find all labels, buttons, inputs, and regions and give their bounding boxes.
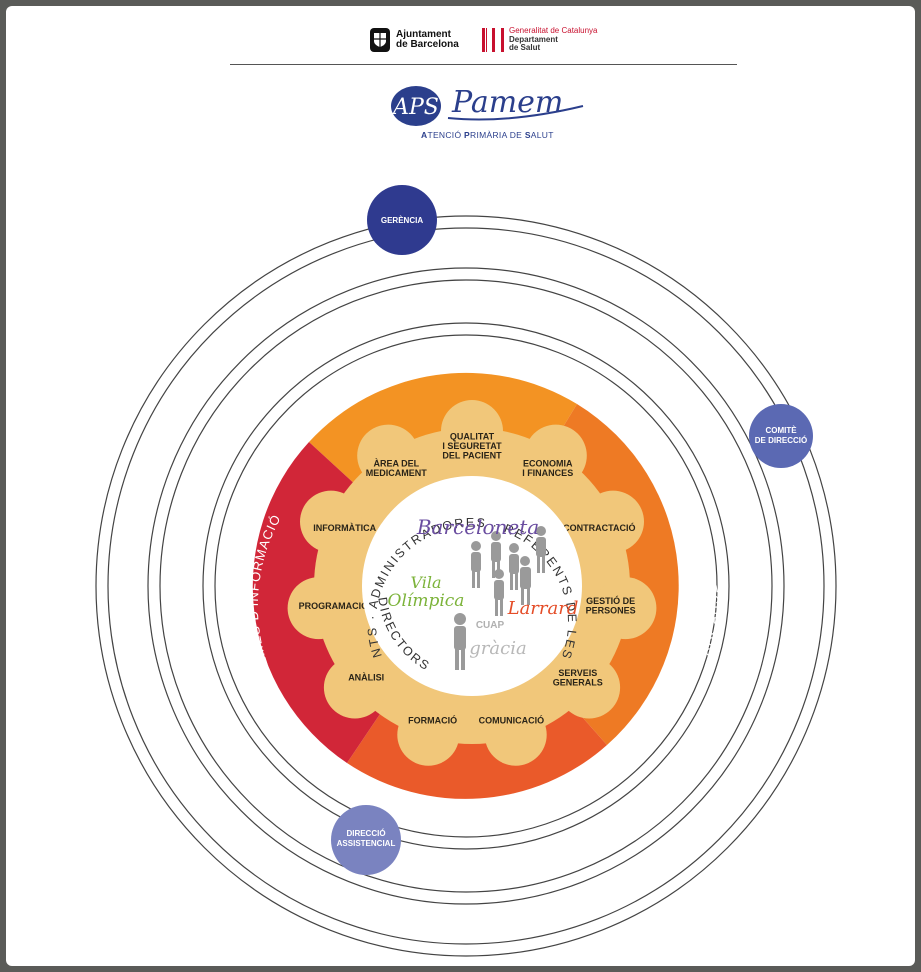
gear-item-label-line: GESTIÓ DE [586, 595, 635, 606]
gear-lobe [582, 490, 644, 553]
ajuntament-barcelona-logo: Ajuntament de Barcelona [370, 28, 459, 52]
aps-subtitle-a-rest: TENCIÓ [427, 130, 465, 140]
aps-subtitle-s: S [524, 130, 531, 140]
comite-label-line-2: DE DIRECCIÓ [755, 436, 807, 445]
recursos-label: RECURSOS [703, 573, 723, 659]
recursos-textpath: RECURSOS [703, 573, 722, 659]
gear-lobe [397, 703, 460, 766]
person-icon [454, 613, 466, 670]
gear-lobe [558, 656, 621, 719]
direccio-circle[interactable] [331, 805, 401, 875]
gear-item-label: FORMACIÓ [408, 714, 457, 725]
aps-pamem-logo: APS Pamem [391, 85, 584, 126]
generalitat-logo: Generalitat de Catalunya Departament de … [482, 26, 598, 54]
gear-item-label-line: GENERALS [553, 677, 603, 687]
orbit-ring-3 [147, 267, 785, 905]
aps-mark-text: APS [391, 95, 439, 120]
gear-item-label: COMUNICACIÓ [479, 714, 545, 725]
person-icon [494, 569, 504, 616]
aps-subtitle-p: P [464, 130, 471, 140]
person-icon [520, 556, 531, 605]
direccio-assistencial-node[interactable]: DIRECCIÓ ASSISTENCIAL [331, 805, 401, 875]
gear-item-label: ANÀLISI [348, 673, 384, 683]
gear-lobe [524, 424, 587, 487]
gear-item-label-line: PERSONES [586, 606, 636, 616]
gerencia-circle[interactable] [367, 185, 437, 255]
gear-item-label-line: DEL PACIENT [442, 451, 502, 461]
aps-subtitle: ATENCIÓ PRIMÀRIA DE SALUT [421, 130, 554, 140]
gear-item-label-line: I FINANCES [522, 468, 573, 478]
gerencia-node[interactable]: GERÈNCIA [367, 185, 437, 255]
gerencia-label: GERÈNCIA [381, 216, 423, 225]
gear-lobe [323, 656, 386, 719]
gear-item-label-line: CONTRACTACIÓ [563, 522, 635, 533]
organization-chart-card: Ajuntament de Barcelona Generalitat de C… [6, 6, 915, 966]
ajuntament-line-1: Ajuntament [396, 29, 451, 40]
orbit-ring-2 [107, 227, 825, 945]
direccio-label-line-2: ASSISTENCIAL [337, 839, 396, 848]
gear-item-label-line: FORMACIÓ [408, 714, 457, 725]
olimpica-label: Olímpica [388, 591, 465, 611]
gear-item-label-line: ANÀLISI [348, 673, 384, 683]
gear-item-label-line: PROGRAMACIÓ [299, 600, 369, 611]
comite-label-line-1: COMITÈ [765, 426, 797, 435]
gear-item-label-line: ÀREA DEL [373, 459, 419, 469]
gear-item-label: INFORMÀTICA [313, 523, 376, 533]
orbit-ring-6 [214, 334, 718, 838]
header-divider [230, 64, 737, 65]
barceloneta-label: Barceloneta [416, 515, 539, 539]
ajuntament-text: Ajuntament de Barcelona [396, 30, 459, 50]
cuap-label: CUAP [476, 620, 505, 631]
aps-subtitle-a: A [421, 130, 428, 140]
generalitat-line-2: Departament [509, 34, 558, 44]
person-icon [491, 531, 501, 578]
generalitat-line-3: de Salut [509, 43, 541, 53]
person-icon [471, 541, 481, 588]
gear-item-label: PROGRAMACIÓ [299, 600, 369, 611]
gear-item-label-line: QUALITAT [450, 432, 495, 442]
gear-item-label-line: MEDICAMENT [366, 468, 427, 478]
barcelona-shield-icon [370, 28, 390, 52]
gear-item-label-line: SERVEIS [558, 668, 597, 678]
aps-subtitle-s-rest: ALUT [530, 130, 554, 140]
orbit-ring-4 [159, 279, 773, 893]
gracia-label: gràcia [469, 638, 526, 659]
gear-lobe [287, 577, 350, 640]
gear-item-label-line: INFORMÀTICA [313, 523, 376, 533]
orbit-nodes: GERÈNCIA COMITÈ DE DIRECCIÓ DIRECCIÓ ASS… [331, 185, 813, 875]
gear-item-label-line: COMUNICACIÓ [479, 714, 545, 725]
gear-item-label-line: ECONOMIA [523, 459, 573, 469]
orbit-rings [95, 215, 837, 957]
organization-diagram: SISTEMES D'INFORMACIÓ RECURSOS INFERMERI… [6, 6, 837, 957]
generalitat-line-1: Generalitat de Catalunya [509, 26, 598, 36]
senyera-icon [482, 28, 505, 52]
ajuntament-line-2: de Barcelona [396, 39, 459, 50]
gear-lobe [357, 424, 420, 487]
orbit-ring-1 [95, 215, 837, 957]
gear-item-label: CONTRACTACIÓ [563, 522, 635, 533]
gear-lobe [441, 400, 503, 462]
direccio-label-line-1: DIRECCIÓ [346, 829, 385, 838]
gear-lobe [300, 490, 362, 553]
gear-item-label-line: I SEGURETAT [442, 441, 502, 451]
person-icon [536, 526, 546, 573]
logo-header: Ajuntament de Barcelona Generalitat de C… [6, 6, 915, 156]
comite-circle[interactable] [749, 404, 813, 468]
vila-label: Vila [410, 573, 441, 592]
gear-lobe [484, 703, 547, 766]
gear-lobe [594, 577, 657, 640]
person-icon [509, 543, 519, 590]
people-silhouettes [454, 526, 546, 670]
comite-direccio-node[interactable]: COMITÈ DE DIRECCIÓ [749, 404, 813, 468]
larrard-label: Larrard [507, 598, 579, 619]
aps-subtitle-p-rest: RIMÀRIA DE [470, 130, 525, 140]
generalitat-text: Generalitat de Catalunya Departament de … [509, 27, 598, 53]
orbit-ring-5 [202, 322, 730, 850]
